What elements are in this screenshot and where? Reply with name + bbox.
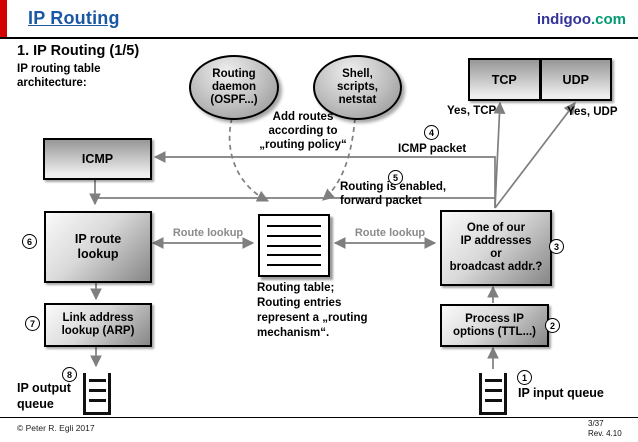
label-route-lookup-left: Route lookup [172,227,244,239]
node-ip-route-lookup: IP route lookup [44,211,152,283]
node-process-ip-options: Process IP options (TTL...) [440,304,549,347]
step-8-badge: 8 [62,367,77,382]
step-1-badge: 1 [517,370,532,385]
accent-bar [0,0,7,37]
node-address-check: One of our IP addresses or broadcast add… [440,210,552,286]
step-7-badge: 7 [25,316,40,331]
table-line [267,244,321,247]
footer-copyright: © Peter R. Egli 2017 [17,423,95,433]
label-route-lookup-right: Route lookup [354,227,426,239]
queue-bar [484,379,502,382]
brand-name: indigoo [536,11,591,28]
table-line [267,264,321,266]
section-subtitle: IP routing table architecture: [17,63,101,89]
label-icmp-packet: ICMP packet [398,143,467,155]
step-3-badge: 3 [549,239,564,254]
queue-bar [484,389,502,392]
brand-logo: indigoo.com [537,11,626,28]
ip-input-queue-icon [479,373,507,415]
label-ip-output-queue: IP output queue [17,381,71,411]
label-routing-enabled: Routing is enabled, forward packet [340,181,447,207]
label-yes-tcp: Yes, TCP [447,105,497,117]
label-ip-input-queue: IP input queue [518,386,604,400]
step-5-badge: 5 [388,170,403,185]
brand-tld: .com [590,11,626,28]
queue-bar [88,399,106,402]
node-link-address-lookup: Link address lookup (ARP) [44,303,152,347]
step-2-badge: 2 [545,318,560,333]
node-shell-scripts: Shell, scripts, netstat [313,55,402,120]
node-icmp: ICMP [43,138,152,180]
step-4-badge: 4 [424,125,439,140]
footer-revision: Rev. 4.10 [588,429,622,438]
header-divider [0,37,638,39]
queue-bar [88,389,106,392]
table-line [267,234,321,237]
table-line [267,254,321,257]
node-udp: UDP [538,60,611,99]
node-routing-daemon: Routing daemon (OSPF...) [189,55,279,120]
footer-page-number: 3/37 [588,419,604,428]
queue-bar [88,379,106,382]
section-title: 1. IP Routing (1/5) [17,43,140,59]
table-line [267,225,321,227]
node-tcp: TCP [491,72,517,87]
label-yes-udp: Yes, UDP [567,106,618,118]
node-tcp-udp: TCP UDP [468,58,612,101]
label-add-routes: Add routes according to „routing policy“ [259,111,347,151]
ip-output-queue-icon [83,373,111,415]
label-routing-table-note: Routing table; Routing entries represent… [257,282,368,339]
routing-table-icon [258,214,330,277]
footer-divider [0,417,638,418]
queue-bar [484,399,502,402]
footer-page-info: 3/37 Rev. 4.10 [588,419,622,439]
step-6-badge: 6 [22,234,37,249]
page-title: IP Routing [28,8,120,28]
